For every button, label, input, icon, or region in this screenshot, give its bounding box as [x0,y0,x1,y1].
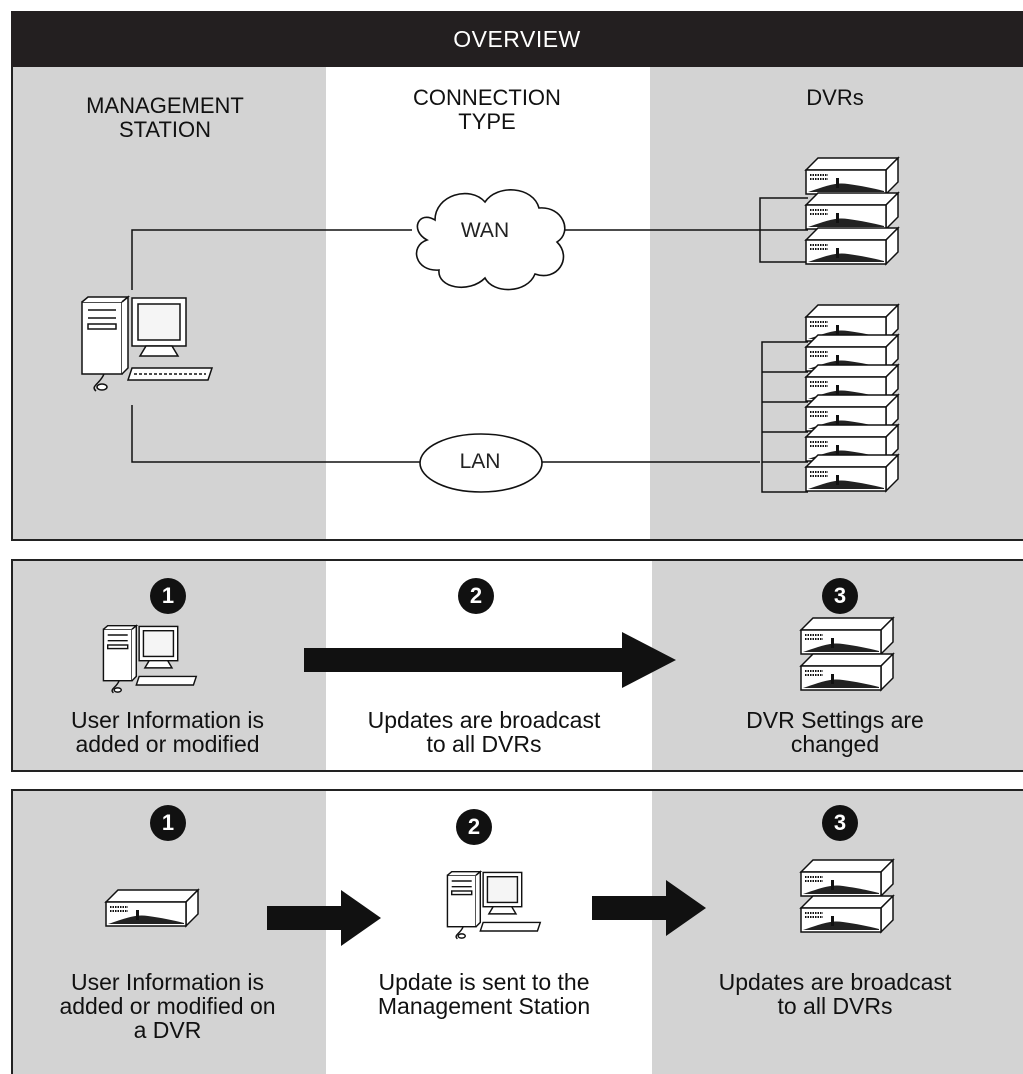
lan-ellipse-icon [419,433,543,493]
flow2-dvr-icon [105,889,199,927]
flow1-step2-badge: 2 [458,578,494,614]
flow1-step1-caption: User Information is added or modified [70,707,264,757]
overview-title: OVERVIEW [453,25,581,52]
flow2-arrow1-icon [267,890,381,946]
flow2-step1-badge: 1 [150,805,186,841]
flow2-step1-caption: User Information is added or modified on… [59,969,276,1043]
overview-panel [11,11,1023,541]
flow2-step3-badge: 3 [822,805,858,841]
flow1-step1-badge: 1 [150,578,186,614]
flow2-step3-caption: Updates are broadcast to all DVRs [718,969,952,1019]
flow1-step3-badge: 3 [822,578,858,614]
lan-dvr-stack-icon [805,304,899,492]
flow1-step2-caption: Updates are broadcast to all DVRs [367,707,601,757]
wan-cloud-icon [415,189,566,291]
flow1-step3-caption: DVR Settings are changed [746,707,924,757]
flow2-arrow2-icon [592,880,706,936]
column-title-dvrs: DVRs [806,85,864,110]
flow2-computer-icon [446,870,542,940]
wan-label: WAN [460,219,510,242]
lan-label: LAN [459,450,501,473]
flow1-arrow-icon [304,632,676,688]
flow2-step2-caption: Update is sent to the Management Station [377,969,591,1019]
overview-header: OVERVIEW [11,11,1023,67]
wan-dvr-stack-icon [805,157,899,265]
column-title-management: MANAGEMENT STATION [86,93,244,142]
management-column [13,13,326,539]
flow2-step2-badge: 2 [456,809,492,845]
flow1-computer-icon [102,624,198,694]
column-title-connection: CONNECTION TYPE [413,85,561,134]
computer-icon [81,295,214,392]
flow2-step2-column [326,791,652,1074]
flow2-dvr-stack-icon [800,859,894,933]
flow1-dvr-stack-icon [800,617,894,691]
